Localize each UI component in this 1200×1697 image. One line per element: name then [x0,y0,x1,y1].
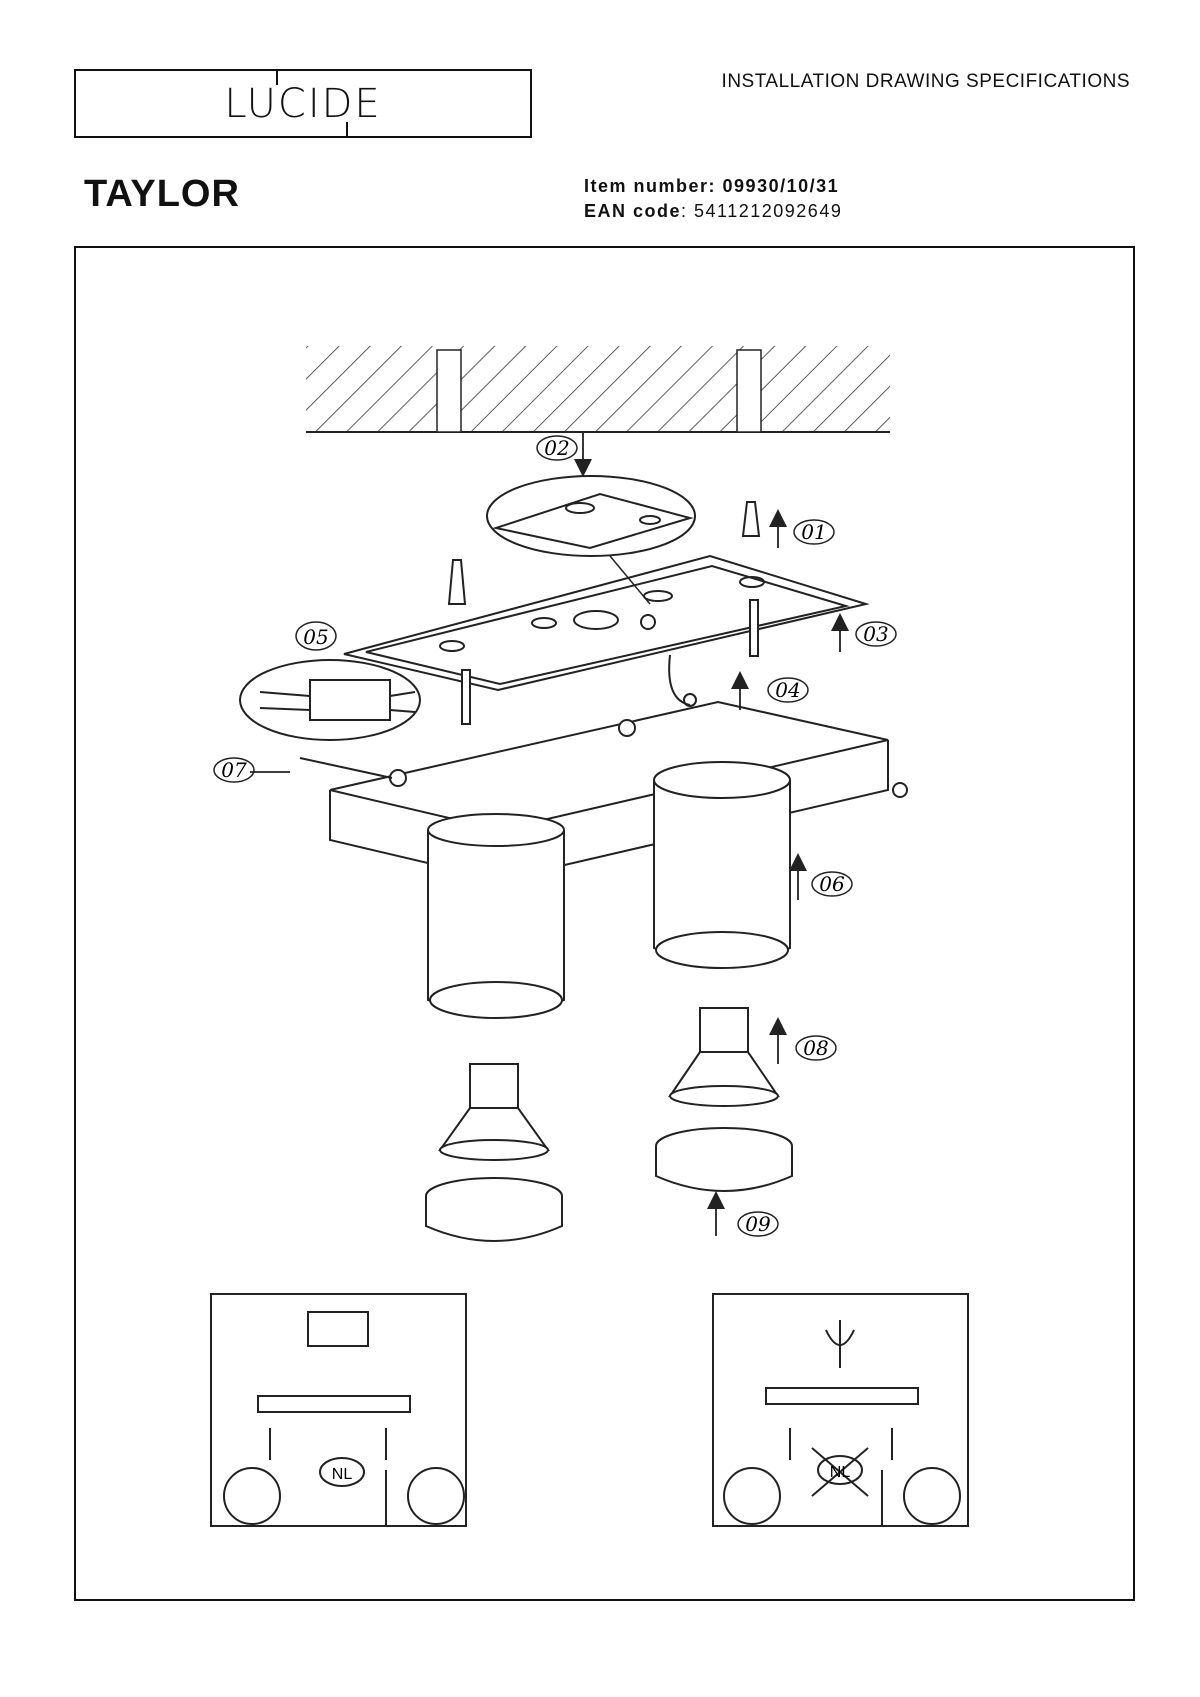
lamp-base-drawing [299,654,908,882]
callout-05: 05 [303,625,328,649]
nl-badge-crossed: NL [830,1464,851,1481]
inset-left-panel [210,1293,467,1527]
product-title: TAYLOR [84,173,240,215]
terminal-block-detail [239,659,421,741]
detail-bracket-circle [486,475,696,605]
callout-07: 07 [221,758,247,782]
gu10-bulbs-drawing [438,1007,780,1161]
drawing-frame [74,246,1135,1601]
lucide-logo: LUCIDE [74,69,532,138]
front-rings-drawing [425,1127,793,1242]
spot-cylinders-drawing [427,761,791,1019]
ean-row: EAN code: 5411212092649 [584,199,842,224]
callout-03: 03 [863,622,888,646]
callout-labels [213,435,897,1237]
inset-right-panel [712,1293,969,1527]
ean-label: EAN code [584,201,682,221]
mounting-bracket-drawing [343,554,870,692]
screws-drawing [447,501,761,725]
callout-06: 06 [819,872,845,896]
callout-09: 09 [745,1212,771,1236]
callout-01: 01 [801,520,826,544]
ean-value: : 5411212092649 [681,201,843,221]
callout-02: 02 [544,436,569,460]
logo-tick-top [276,69,278,85]
callout-04: 04 [775,678,800,702]
product-meta: Item number: 09930/10/31 EAN code: 54112… [584,174,842,224]
document-type: INSTALLATION DRAWING SPECIFICATIONS [721,71,1130,92]
logo-text: LUCIDE [224,80,382,127]
direction-arrows [250,432,849,1236]
callout-08: 08 [803,1036,828,1060]
item-number-row: Item number: 09930/10/31 [584,174,842,199]
ceiling-drawing [306,346,890,433]
item-number-label: Item number: [584,176,717,196]
nl-badge: NL [332,1466,353,1483]
item-number-value: 09930/10/31 [722,176,840,196]
logo-tick-bottom [346,122,348,138]
